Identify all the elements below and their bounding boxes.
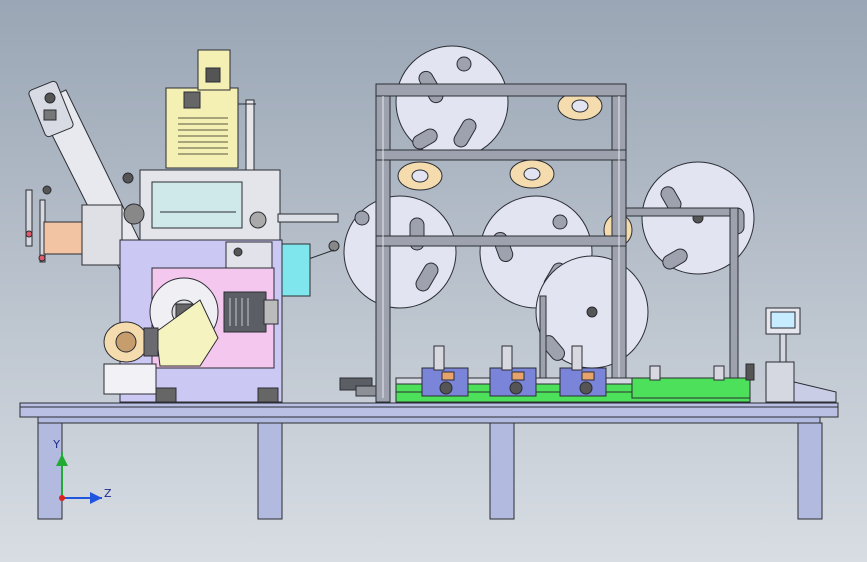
vertical-axis-arrow: [56, 454, 68, 466]
cream-panel-top-button: [205, 67, 221, 83]
reel-lower-right: [535, 255, 649, 369]
table-leg-1: [37, 422, 63, 520]
infeed-cylinder: [339, 377, 377, 397]
table-leg-2: [257, 422, 283, 520]
hmi-display: [765, 307, 801, 363]
left-side-rods: [25, 185, 52, 263]
table-leg-4: [797, 422, 823, 520]
table-top: [19, 402, 839, 418]
axis-triad: Y Z: [52, 438, 112, 504]
roll-bracket: [155, 299, 219, 367]
cream-panel: [165, 87, 239, 169]
cabinet-foot-left: [155, 387, 177, 403]
cream-panel-switch: [183, 91, 201, 109]
fixture-2: [489, 345, 537, 397]
output-arm: [277, 213, 339, 223]
horizontal-axis-arrow: [90, 492, 102, 504]
hmi-screen: [770, 311, 796, 329]
vertical-axis-label: Y: [52, 438, 60, 451]
work-table: [19, 402, 839, 520]
servo-motor: [223, 291, 267, 333]
reel-mid-left: [343, 195, 457, 309]
origin-marker: [59, 495, 65, 501]
control-box: [225, 241, 273, 269]
left-machine-unit: [25, 49, 340, 403]
table-apron: [37, 416, 821, 424]
downstream-conveyor: [631, 377, 751, 399]
side-bracket: [81, 204, 123, 266]
lower-motor-base: [103, 363, 157, 395]
print-head-window: [151, 181, 243, 229]
peach-block: [43, 221, 83, 255]
cyan-box: [281, 243, 311, 297]
cabinet-foot-right: [257, 387, 279, 403]
end-station: [765, 361, 795, 403]
reel-rack: [343, 45, 755, 403]
conveyor-line: [395, 345, 837, 403]
output-ramp: [793, 381, 837, 403]
fixture-1: [421, 345, 469, 397]
reel-top: [395, 45, 509, 159]
horizontal-axis-label: Z: [104, 487, 112, 500]
vertical-guide: [245, 99, 255, 171]
fixture-3: [559, 345, 607, 397]
cream-panel-louvers: [178, 117, 228, 155]
table-leg-3: [489, 422, 515, 520]
head-knob: [249, 211, 267, 229]
